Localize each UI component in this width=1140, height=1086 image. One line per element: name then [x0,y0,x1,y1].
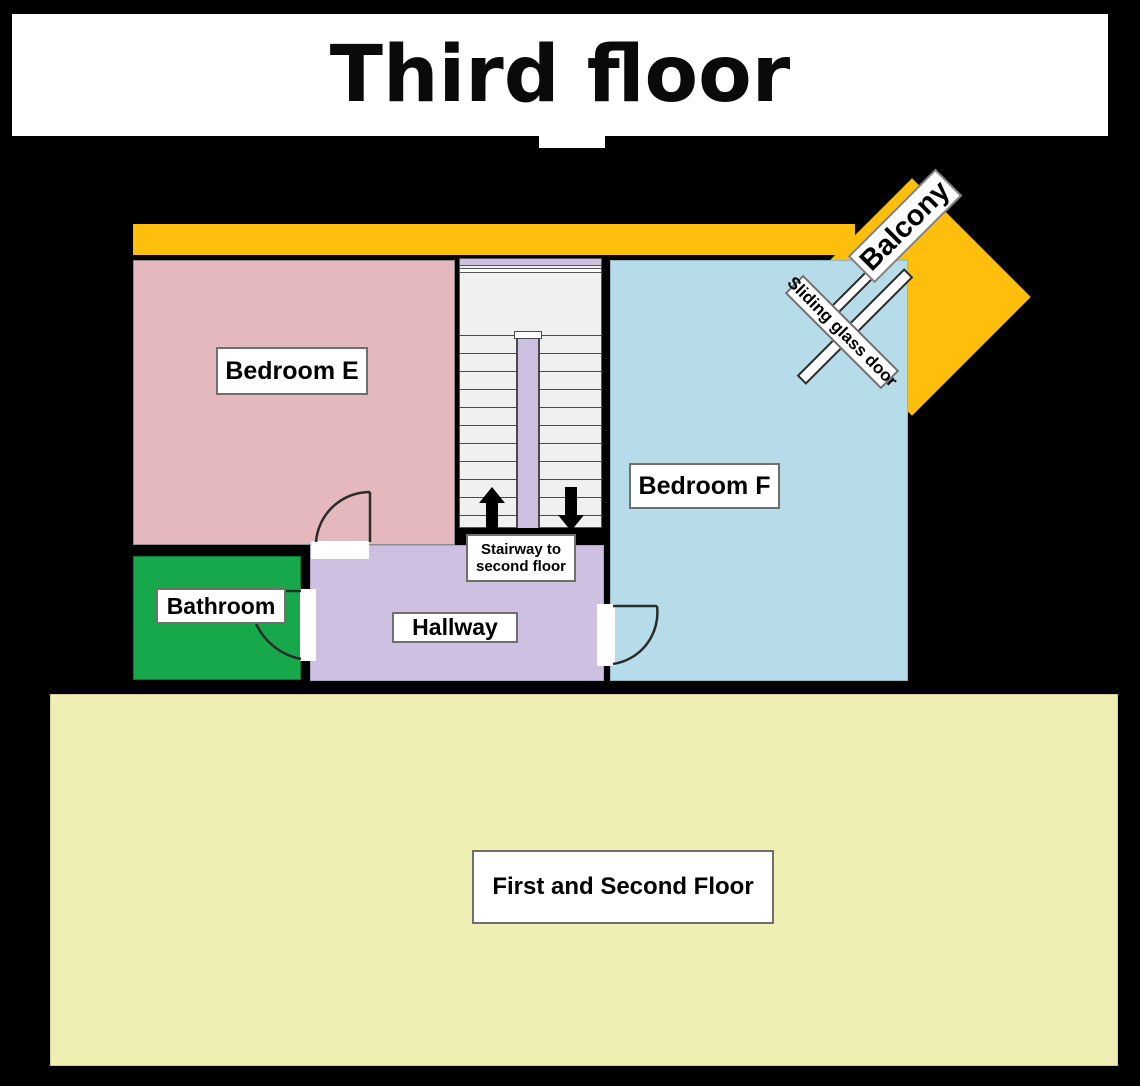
room-bedroom-e [133,260,455,545]
stairway-top-wall [459,258,602,266]
label-stairway-text: Stairway to second floor [476,541,566,576]
label-hallway-text: Hallway [412,614,498,641]
door-opening-bathroom [300,589,316,661]
label-stairway-line1: Stairway to [480,540,561,558]
page-title: Third floor [329,30,791,120]
label-stairway: Stairway to second floor [466,534,576,582]
balcony-walkway [133,224,855,255]
title-tab-decoration [539,136,605,148]
label-bedroom-f-text: Bedroom F [638,471,771,500]
label-bathroom-text: Bathroom [166,592,276,619]
page-title-banner: Third floor [12,14,1108,136]
label-bedroom-e-text: Bedroom E [225,356,359,385]
label-stairway-line2: second floor [475,558,566,575]
label-first-and-second-floor: First and Second Floor [472,850,774,924]
arrow-down-icon [558,487,584,531]
label-bedroom-e: Bedroom E [216,347,368,395]
label-first-and-second-floor-text: First and Second Floor [492,873,754,901]
stairway-railing [516,334,540,528]
door-opening-bedroom-e [311,541,369,559]
door-opening-bedroom-f [597,604,615,666]
label-bathroom: Bathroom [156,588,286,624]
stairway-railing-cap [514,331,542,339]
label-bedroom-f: Bedroom F [629,463,780,509]
label-hallway: Hallway [392,612,518,643]
stairway-landing [518,275,538,335]
stairway-top-trim [459,268,602,273]
arrow-up-icon [479,487,505,531]
